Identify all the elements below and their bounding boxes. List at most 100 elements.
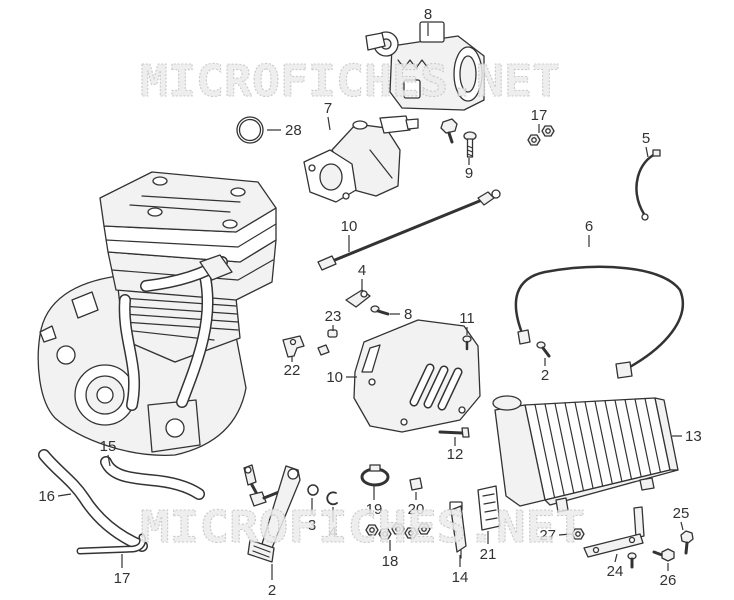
throttle-cable <box>317 189 501 271</box>
callout-labels: 8 28 7 17 9 5 10 6 4 8 23 11 22 10 2 13 … <box>38 6 701 599</box>
callout-label: 23 <box>325 308 342 325</box>
vacuum-nipple-tip <box>405 118 419 130</box>
valve-cover-bolt <box>147 207 163 217</box>
hex-nut <box>527 134 541 146</box>
bolt-shaft <box>447 131 454 144</box>
bolt-2-right <box>536 341 551 358</box>
cable-connector <box>615 361 633 379</box>
engine-assembly <box>37 171 277 456</box>
o-ring <box>236 116 264 144</box>
flange-hole <box>308 164 316 172</box>
callout-label: 3 <box>308 517 316 534</box>
radiator <box>492 395 679 513</box>
label-plate-21 <box>477 485 501 531</box>
o-ring-inner <box>238 118 262 142</box>
callout-label: 25 <box>673 505 690 522</box>
bolt-shaft <box>684 541 689 555</box>
callout-label: 18 <box>382 553 399 570</box>
callout-label: 6 <box>585 218 593 235</box>
radiator-mount-tab <box>639 477 655 491</box>
callout-label: 19 <box>366 501 383 518</box>
intake-manifold-edge <box>369 149 393 179</box>
callout-label: 26 <box>660 572 677 589</box>
throttle-lever <box>365 32 386 51</box>
leader-line <box>645 146 649 158</box>
bolt-thread <box>466 145 474 157</box>
callout-label: 24 <box>607 563 624 580</box>
clamp-tab <box>369 464 381 472</box>
wire-connector <box>652 149 661 157</box>
bolt-12 <box>438 427 470 438</box>
manifold-clamp <box>352 120 368 130</box>
cable <box>328 198 484 264</box>
idle-screw-housing <box>403 79 421 99</box>
cover-bolt-hole <box>458 406 466 414</box>
callout-label: 16 <box>38 488 55 505</box>
bolt-26 <box>652 548 675 562</box>
ground-wire <box>635 149 661 221</box>
bolt-head <box>461 427 470 438</box>
callout-label: 7 <box>324 100 332 117</box>
crankcase-bolt <box>39 325 57 343</box>
throttle-position-sensor <box>419 21 445 43</box>
clutch-cover-center <box>96 386 114 404</box>
nut-set-17 <box>527 125 555 146</box>
collar-23 <box>317 329 338 356</box>
bracket-22 <box>282 335 305 358</box>
bolt-shaft <box>541 346 551 358</box>
lever-arm <box>345 289 371 308</box>
bolt-shaft <box>438 430 464 435</box>
bolt-25 <box>680 530 694 555</box>
hose-clamp-19 <box>360 464 390 487</box>
bracket-hole <box>289 338 297 346</box>
valve-cover-top <box>99 171 277 233</box>
rod-joint <box>249 491 267 507</box>
valve-cover-bolt <box>222 219 238 229</box>
bolt-shaft <box>652 550 664 557</box>
callout-label: 2 <box>268 582 276 599</box>
callout-label: 20 <box>408 501 425 518</box>
bracket-24 <box>583 506 645 569</box>
bracket-upright <box>633 506 645 539</box>
radiator-mount-tab <box>555 497 569 513</box>
rod-end-eye <box>244 466 252 474</box>
screw <box>317 344 330 356</box>
radiator-fins <box>534 397 661 499</box>
plate-markings <box>482 493 498 521</box>
watermark-bottom: MICROFICHES.NET <box>140 502 585 553</box>
circlip-4 <box>326 491 338 506</box>
shift-pivot <box>287 468 299 480</box>
callout-label: 5 <box>642 130 650 147</box>
callout-label: 21 <box>480 546 497 563</box>
sprocket-cover <box>353 319 481 433</box>
cover-bolt-hole <box>400 418 408 426</box>
sensor-body <box>450 505 467 553</box>
cylinder-head-ridge <box>111 259 274 281</box>
callout-label: 2 <box>541 367 549 384</box>
leader-line <box>558 533 572 536</box>
leader-line <box>327 116 331 131</box>
leader-line <box>107 454 111 467</box>
callout-label: 17 <box>114 570 131 587</box>
cable-fitting <box>517 329 531 345</box>
sprocket-cover-edge <box>361 344 381 373</box>
callout-label: 27 <box>539 527 556 544</box>
callout-label: 14 <box>452 569 469 586</box>
callout-label: 8 <box>424 6 432 23</box>
clip <box>409 477 423 491</box>
watermark-top: MICROFICHES.NET <box>140 56 560 107</box>
cable-end <box>491 189 501 199</box>
callout-label: 9 <box>465 165 473 182</box>
bolt-8 <box>370 305 390 316</box>
wire-terminal <box>641 213 649 221</box>
callout-label: 12 <box>447 446 464 463</box>
intake-port <box>319 163 343 191</box>
callout-label: 10 <box>326 369 343 386</box>
sprocket-cover-body <box>353 319 481 433</box>
crankcase-boss <box>71 291 99 319</box>
callout-label: 11 <box>459 310 475 327</box>
bolt-head <box>680 530 694 544</box>
coolant-hose-17 <box>76 533 147 555</box>
callout-label: 28 <box>285 122 302 139</box>
